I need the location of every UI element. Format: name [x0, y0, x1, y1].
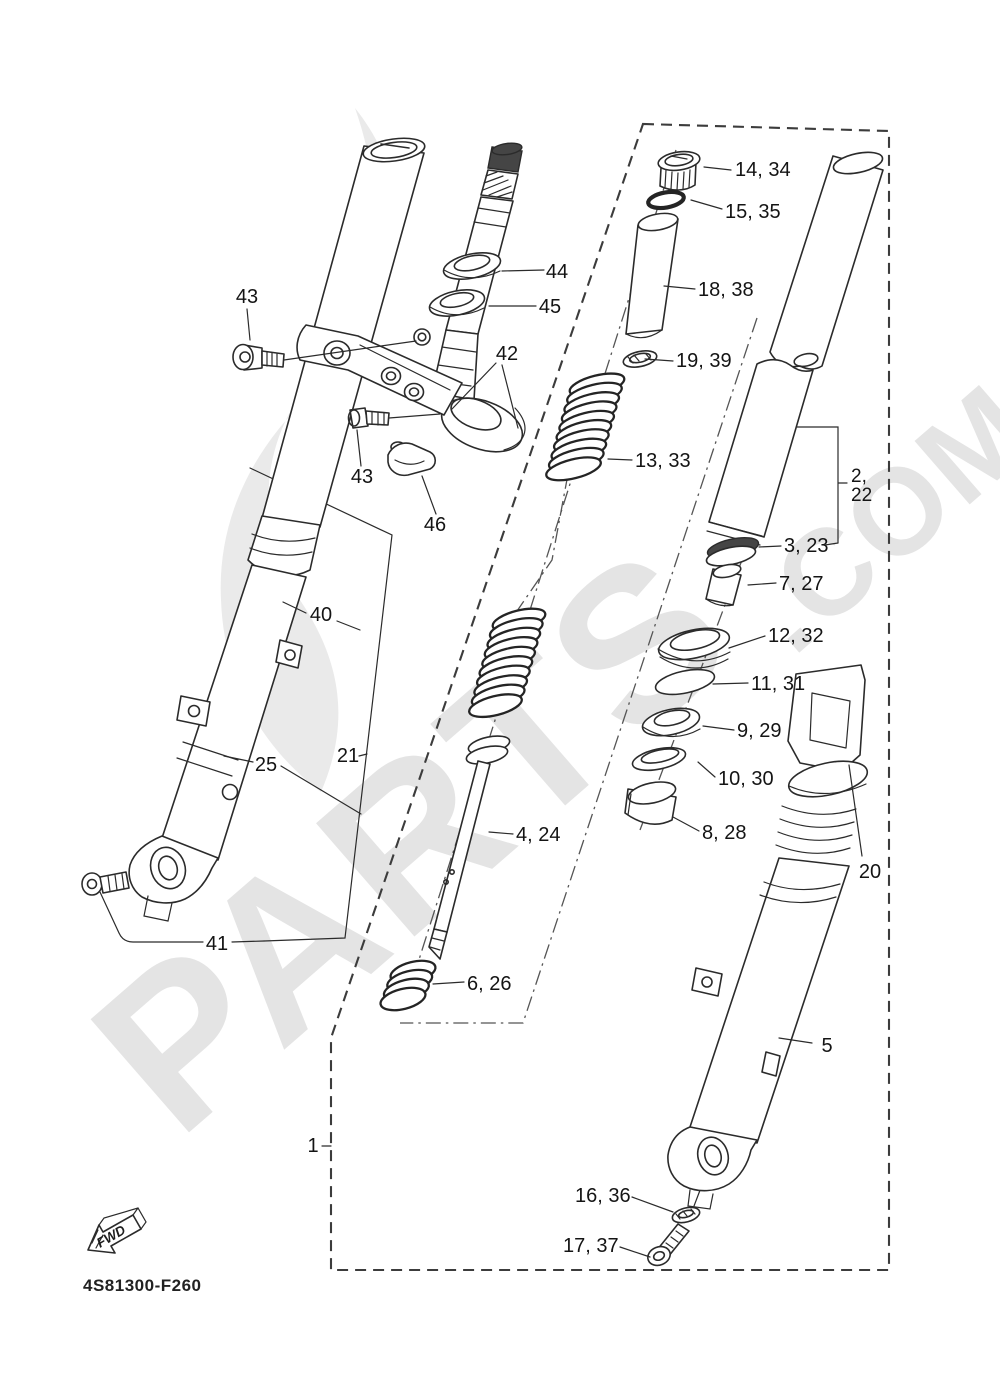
part-clip-ring — [654, 668, 716, 696]
label-15-35: 15, 35 — [725, 201, 781, 223]
part-gasket-washer — [671, 1206, 701, 1224]
label-7-27: 7, 27 — [779, 573, 823, 595]
part-oil-seal — [641, 707, 701, 738]
label-8-28: 8, 28 — [702, 822, 746, 844]
label-12-32: 12, 32 — [768, 625, 824, 647]
part-slide-bushing — [624, 781, 677, 825]
label-11-31: 11, 31 — [751, 673, 805, 695]
part-cap-bolt — [657, 150, 701, 191]
label-42: 42 — [496, 343, 518, 365]
label-19-39: 19, 39 — [676, 350, 732, 372]
left-fork-assembly — [81, 137, 526, 922]
part-damper-bolt — [647, 1223, 690, 1267]
part-under-bracket-leg — [667, 857, 850, 1210]
label-45: 45 — [539, 296, 561, 318]
bolt-41 — [81, 871, 130, 896]
label-21: 21 — [337, 745, 359, 767]
part-spacer-tube — [625, 212, 679, 339]
part-rebound-spring — [379, 959, 437, 1012]
label-2-22-line2: 22 — [851, 485, 872, 506]
part-o-ring — [646, 189, 686, 211]
middle-parts-column — [379, 150, 701, 1012]
label-20: 20 — [859, 861, 881, 883]
right-fork-column — [624, 151, 884, 1267]
label-16-36: 16, 36 — [575, 1185, 631, 1207]
part-dust-seal — [657, 627, 731, 669]
label-43a: 43 — [236, 286, 258, 308]
part-inner-tube-right — [769, 151, 884, 370]
bolt-43b — [347, 407, 441, 429]
label-10-30: 10, 30 — [718, 768, 774, 790]
part-fork-spring-lower — [468, 607, 547, 719]
label-14-34: 14, 34 — [735, 159, 791, 181]
part-seal-washer — [631, 746, 687, 772]
label-44: 44 — [546, 261, 568, 283]
label-41: 41 — [206, 933, 228, 955]
fwd-arrow-icon: FWD — [87, 1207, 147, 1254]
label-25: 25 — [255, 754, 277, 776]
label-46: 46 — [424, 514, 446, 536]
leader-lines — [223, 166, 863, 1258]
label-40: 40 — [310, 604, 332, 626]
part-labels: 43 44 45 42 43 46 40 25 21 41 1 14, 34 1… — [206, 159, 881, 1257]
group-box-1 — [329, 122, 891, 1272]
bracket-46 — [387, 441, 437, 477]
part-oil-lock — [705, 563, 742, 607]
part-outer-tube-right — [705, 358, 814, 567]
label-43b: 43 — [351, 466, 373, 488]
part-spring-seat — [622, 350, 658, 368]
diagram-code: 4S81300-F260 — [83, 1276, 201, 1295]
part-outer-tube-comp — [775, 664, 869, 854]
label-9-29: 9, 29 — [737, 720, 781, 742]
label-17-37: 17, 37 — [563, 1235, 619, 1257]
label-2-22-line1: 2, — [851, 466, 867, 487]
part-fork-spring-upper — [545, 372, 626, 482]
label-4-24: 4, 24 — [516, 824, 560, 846]
label-5: 5 — [821, 1035, 832, 1057]
label-18-38: 18, 38 — [698, 279, 754, 301]
part-damper-rod — [428, 735, 511, 960]
label-13-33: 13, 33 — [635, 450, 691, 472]
label-1: 1 — [307, 1135, 318, 1157]
label-6-26: 6, 26 — [467, 973, 511, 995]
label-3-23: 3, 23 — [784, 535, 828, 557]
bolt-43a — [232, 340, 417, 371]
